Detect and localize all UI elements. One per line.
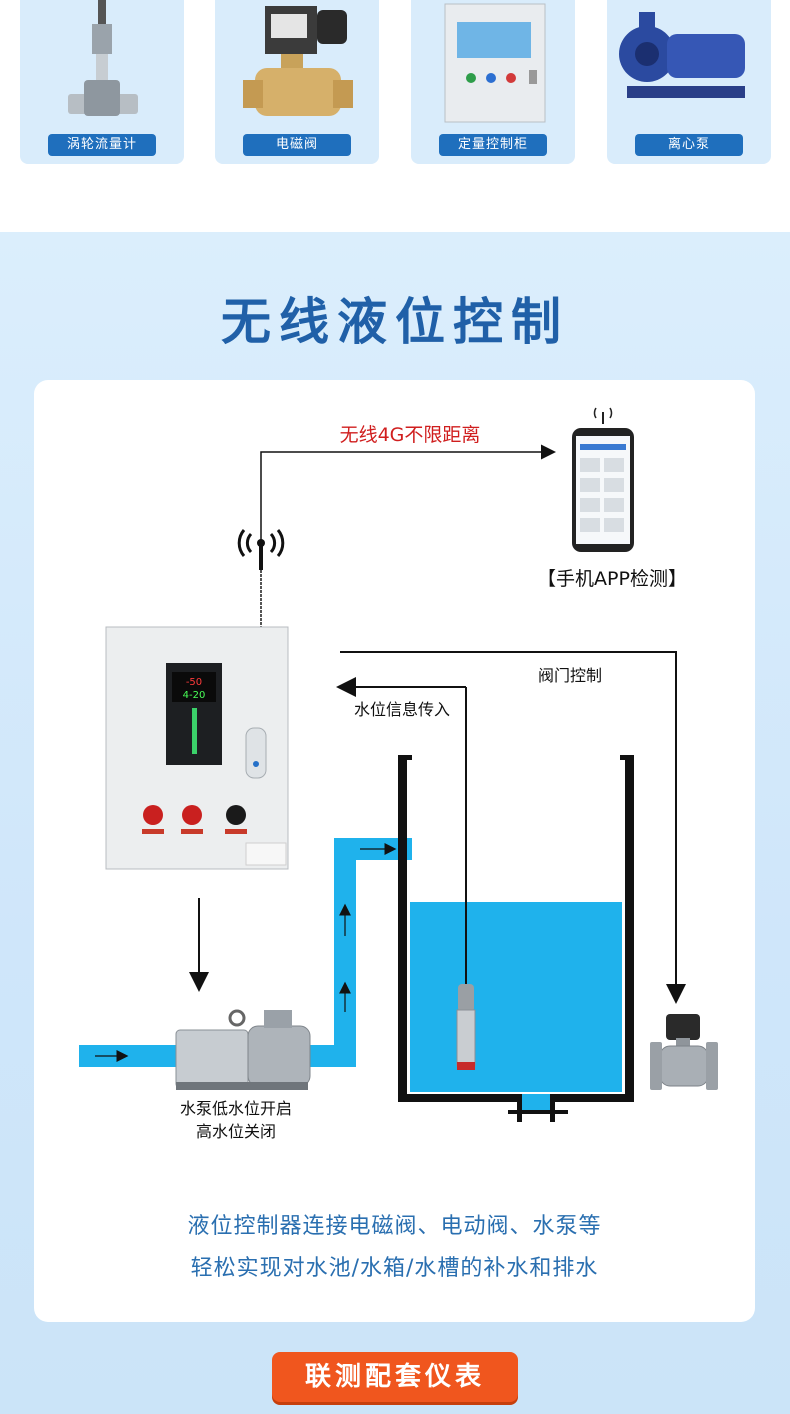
pump-label-line2: 高水位关闭: [196, 1122, 276, 1141]
water-pump-icon: [175, 1009, 311, 1090]
pump-label-line1: 水泵低水位开启: [180, 1099, 292, 1118]
valve-control-arrow: [340, 651, 686, 1004]
phone-app-icon: [572, 428, 634, 552]
solenoid-valve-icon: [243, 6, 353, 116]
phone-signal-icon: [593, 407, 613, 424]
level-signal-label: 水位信息传入: [354, 700, 450, 719]
product-label: 定量控制柜: [439, 134, 547, 156]
turbine-flowmeter-icon: [68, 0, 138, 116]
description-line1: 液位控制器连接电磁阀、电动阀、水泵等: [187, 1214, 602, 1239]
section-title: 无线液位控制: [221, 293, 569, 351]
product-label: 涡轮流量计: [48, 134, 156, 156]
related-instruments-button[interactable]: 联测配套仪表: [272, 1352, 518, 1402]
controller-display-1: -50: [186, 677, 202, 688]
controller-display-2: 4-20: [183, 690, 206, 701]
app-label: 【手机APP检测】: [537, 568, 687, 590]
product-card-flowmeter[interactable]: 涡轮流量计: [20, 0, 184, 164]
product-label: 离心泵: [635, 134, 743, 156]
product-card-control-cabinet[interactable]: 定量控制柜: [411, 0, 575, 164]
product-card-centrifugal-pump[interactable]: 离心泵: [607, 0, 771, 164]
product-label: 电磁阀: [243, 134, 351, 156]
antenna-icon: [237, 529, 285, 628]
level-sensor-icon: [456, 687, 476, 1070]
water-tank: [398, 755, 634, 1122]
product-card-solenoid-valve[interactable]: 电磁阀: [215, 0, 379, 164]
description-line2: 轻松实现对水池/水箱/水槽的补水和排水: [190, 1256, 599, 1281]
water-pipe: [79, 838, 412, 1067]
valve-control-label: 阀门控制: [538, 666, 602, 685]
control-cabinet-icon: [444, 3, 546, 123]
wireless-label: 无线4G不限距离: [340, 424, 481, 446]
wireless-link-line: [260, 444, 556, 540]
product-strip: 涡轮流量计 电磁阀 定量控制柜: [0, 0, 790, 232]
solenoid-valve-icon: [650, 1014, 718, 1090]
water-level-fill: [410, 902, 622, 1092]
level-controller-cabinet: -50 4-20: [105, 626, 289, 870]
centrifugal-pump-icon: [619, 12, 745, 98]
